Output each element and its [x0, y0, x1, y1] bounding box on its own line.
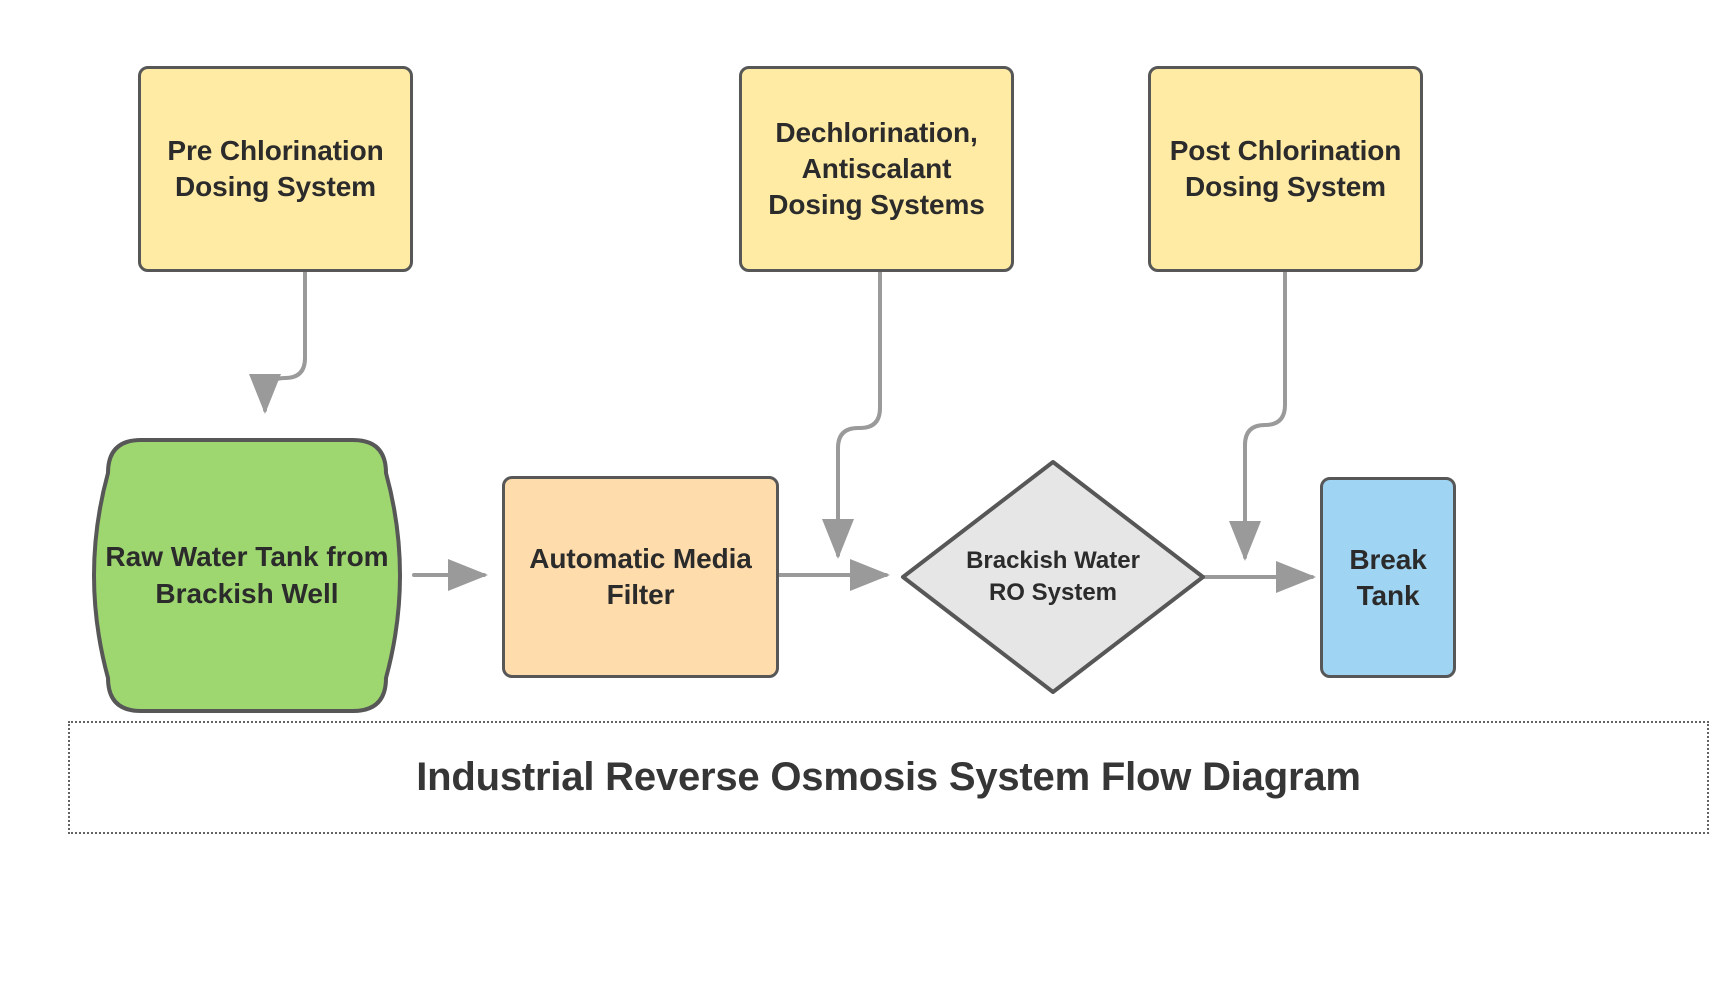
node-post-chlorination-dosing-system[interactable]: Post Chlorination Dosing System: [1148, 66, 1423, 272]
edge-dechlorination-to-ro-system: [822, 270, 882, 559]
node-label: Pre Chlorination Dosing System: [167, 135, 384, 202]
node-raw-water-tank[interactable]: Raw Water Tank from Brackish Well: [78, 438, 416, 713]
node-label: Post Chlorination Dosing System: [1169, 135, 1402, 202]
node-brackish-water-ro-system[interactable]: Brackish Water RO System: [898, 457, 1208, 697]
diagram-caption-frame: Industrial Reverse Osmosis System Flow D…: [68, 721, 1709, 834]
node-label: Automatic Media Filter: [529, 543, 752, 610]
node-break-tank[interactable]: Break Tank: [1320, 477, 1456, 678]
node-dechlorination-antiscalant-dosing-systems[interactable]: Dechlorination, Antiscalant Dosing Syste…: [739, 66, 1014, 272]
node-pre-chlorination-dosing-system[interactable]: Pre Chlorination Dosing System: [138, 66, 413, 272]
edge-pre-chlorination-to-raw-water-tank: [249, 270, 307, 414]
edge-post-chlorination-to-break-tank: [1229, 270, 1287, 561]
node-automatic-media-filter[interactable]: Automatic Media Filter: [502, 476, 779, 678]
diagram-title: Industrial Reverse Osmosis System Flow D…: [416, 755, 1361, 799]
raw-water-tank-shape: [92, 438, 402, 713]
ro-system-diamond-shape: [901, 460, 1205, 694]
node-label: Raw Water Tank from Brackish Well: [105, 541, 389, 609]
node-label: Break Tank: [1349, 543, 1427, 611]
node-label: Brackish Water RO System: [966, 546, 1140, 606]
node-label: Dechlorination, Antiscalant Dosing Syste…: [768, 117, 985, 220]
